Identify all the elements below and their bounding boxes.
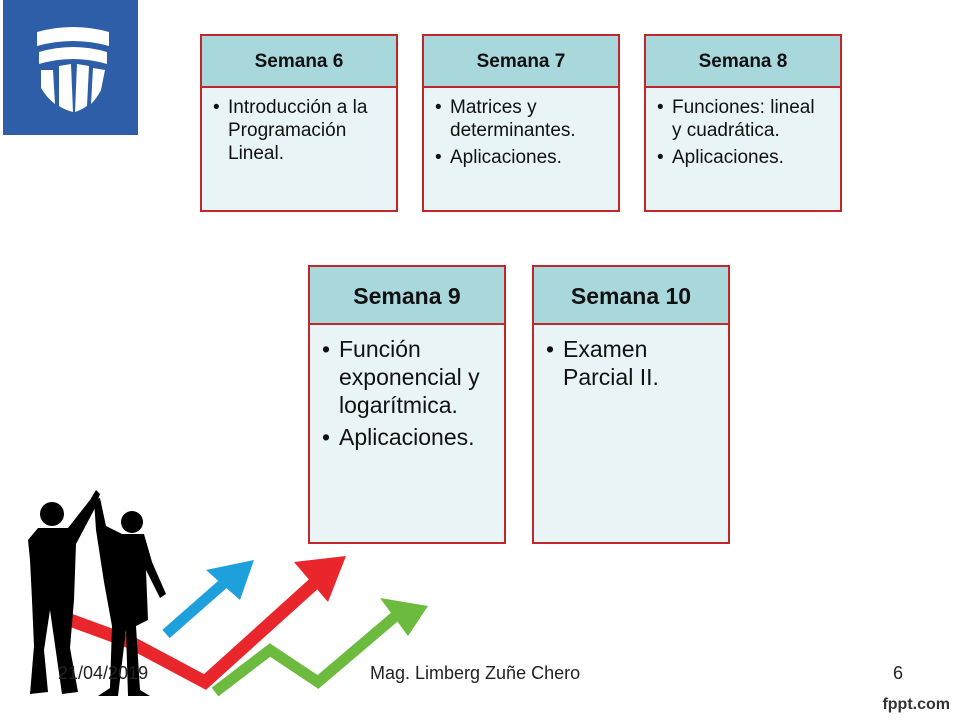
week-card-6: Semana 6 Introducción a la Programación … — [200, 34, 398, 212]
week-card-9: Semana 9 Función exponencial y logarítmi… — [308, 265, 506, 544]
people-high-five-silhouette — [28, 490, 166, 696]
topic-item: Aplicaciones. — [322, 423, 490, 451]
week-title: Semana 6 — [202, 36, 396, 88]
topic-item: Introducción a la Programación Lineal. — [213, 96, 384, 165]
week-title: Semana 9 — [310, 267, 504, 325]
week-card-8: Semana 8 Funciones: lineal y cuadrática.… — [644, 34, 842, 212]
university-shield-logo-icon — [3, 0, 138, 135]
week-card-7: Semana 7 Matrices y determinantes. Aplic… — [422, 34, 620, 212]
week-topics: Matrices y determinantes. Aplicaciones. — [424, 88, 618, 169]
footer-author: Mag. Limberg Zuñe Chero — [370, 663, 581, 683]
week-topics: Función exponencial y logarítmica. Aplic… — [310, 325, 504, 451]
footer-date: 21/04/2019 — [58, 663, 149, 683]
week-title: Semana 7 — [424, 36, 618, 88]
week-title: Semana 10 — [534, 267, 728, 325]
topic-item: Matrices y determinantes. — [435, 96, 606, 142]
topic-item: Función exponencial y logarítmica. — [322, 335, 490, 419]
watermark-text: fppt.com — [882, 696, 950, 713]
topic-item: Funciones: lineal y cuadrática. — [657, 96, 828, 142]
week-topics: Examen Parcial II. — [534, 325, 728, 391]
week-title: Semana 8 — [646, 36, 840, 88]
week-topics: Introducción a la Programación Lineal. — [202, 88, 396, 165]
week-card-10: Semana 10 Examen Parcial II. — [532, 265, 730, 544]
topic-item: Aplicaciones. — [435, 146, 606, 169]
topic-item: Examen Parcial II. — [546, 335, 714, 391]
footer-page-number: 6 — [893, 663, 904, 683]
week-topics: Funciones: lineal y cuadrática. Aplicaci… — [646, 88, 840, 169]
topic-item: Aplicaciones. — [657, 146, 828, 169]
growth-arrows-graphic — [28, 490, 428, 697]
